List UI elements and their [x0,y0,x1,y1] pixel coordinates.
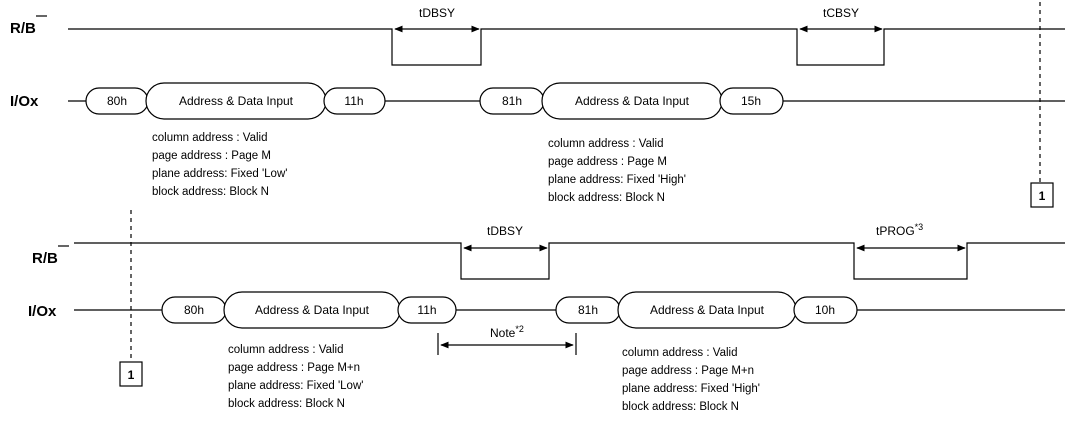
svg-text:81h: 81h [502,94,522,108]
svg-text:block address: Block N: block address: Block N [548,192,665,204]
top-section: R/B tDBSY tCBSY I/Ox 80h Address & Data … [10,2,1065,208]
top-cmd-80h: 80h [85,87,149,115]
svg-text:Address & Data Input: Address & Data Input [575,94,690,108]
top-notes-1: column address : Valid page address : Pa… [152,132,287,198]
svg-text:10h: 10h [815,303,835,317]
svg-text:page address : Page M: page address : Page M [548,156,667,168]
svg-text:81h: 81h [578,303,598,317]
bottom-io-label: I/Ox [28,303,57,320]
top-cmd-11h: 11h [323,87,386,115]
svg-text:11h: 11h [417,303,436,317]
top-data-input-2: Address & Data Input [541,82,723,120]
top-tdbsy-label: tDBSY [419,6,455,20]
bottom-section: R/B tDBSY tPROG*3 I/Ox 80h Address & Dat… [28,210,1065,413]
top-data-input-1: Address & Data Input [145,82,327,120]
svg-text:80h: 80h [107,94,127,108]
svg-text:block address: Block N: block address: Block N [228,398,345,410]
svg-text:11h: 11h [344,94,363,108]
bottom-tdbsy-label: tDBSY [487,224,523,238]
bottom-cmd-80h: 80h [161,296,227,324]
bottom-data-input-1: Address & Data Input [223,291,401,329]
top-rb-label: R/B [10,15,47,37]
svg-text:1: 1 [1039,189,1046,203]
svg-text:column address : Valid: column address : Valid [548,138,663,150]
svg-text:Address & Data Input: Address & Data Input [179,94,294,108]
note-label: Note*2 [490,324,524,340]
svg-text:1: 1 [128,368,135,382]
bottom-connector-1: 1 [119,361,143,387]
bottom-cmd-10h: 10h [793,296,858,324]
bottom-cmd-81h: 81h [555,296,621,324]
top-notes-2: column address : Valid page address : Pa… [548,138,686,204]
svg-text:15h: 15h [741,94,761,108]
svg-text:page address : Page M: page address : Page M [152,150,271,162]
top-cmd-15h: 15h [719,87,784,115]
top-rb-text: R/B [10,20,36,37]
svg-text:plane address: Fixed 'Low': plane address: Fixed 'Low' [152,168,287,180]
top-connector-1: 1 [1030,182,1054,208]
top-io-label: I/Ox [10,93,39,110]
svg-text:block address: Block N: block address: Block N [622,401,739,413]
svg-text:plane address: Fixed 'Low': plane address: Fixed 'Low' [228,380,363,392]
svg-text:plane address: Fixed 'High': plane address: Fixed 'High' [622,383,760,395]
svg-text:page address : Page M+n: page address : Page M+n [228,362,360,374]
bottom-rb-text: R/B [32,250,58,267]
bottom-rb-label: R/B [32,245,69,267]
top-rb-waveform [68,28,1065,66]
bottom-notes-2: column address : Valid page address : Pa… [622,347,760,413]
svg-text:Address & Data Input: Address & Data Input [255,303,370,317]
bottom-notes-1: column address : Valid page address : Pa… [228,344,363,410]
svg-text:column address : Valid: column address : Valid [152,132,267,144]
svg-text:Address & Data Input: Address & Data Input [650,303,765,317]
svg-text:column address : Valid: column address : Valid [228,344,343,356]
top-cmd-81h: 81h [479,87,545,115]
svg-text:plane address: Fixed 'High': plane address: Fixed 'High' [548,174,686,186]
bottom-rb-waveform [74,242,1065,280]
bottom-cmd-11h: 11h [397,296,457,324]
bottom-tprog-label: tPROG*3 [876,222,923,238]
svg-text:column address : Valid: column address : Valid [622,347,737,359]
svg-text:page address : Page M+n: page address : Page M+n [622,365,754,377]
svg-text:block address: Block N: block address: Block N [152,186,269,198]
top-tcbsy-label: tCBSY [823,6,859,20]
svg-text:80h: 80h [184,303,204,317]
bottom-data-input-2: Address & Data Input [617,291,797,329]
